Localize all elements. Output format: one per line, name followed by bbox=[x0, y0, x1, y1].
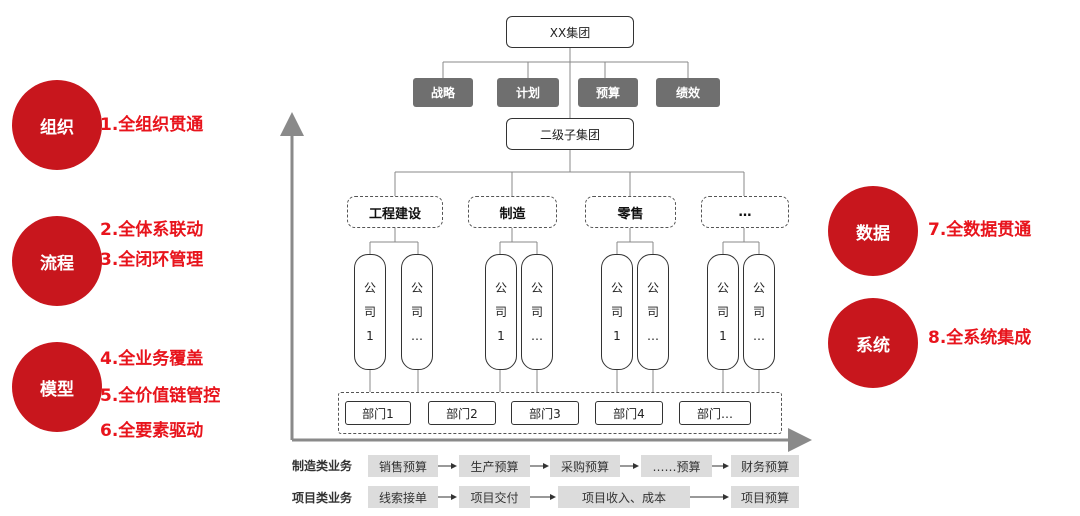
process-item-3: 3.全闭环管理 bbox=[100, 250, 204, 270]
function-strategy: 战略 bbox=[413, 78, 473, 107]
flow-step: 销售预算 bbox=[368, 455, 438, 477]
function-performance: 绩效 bbox=[656, 78, 720, 107]
department-node: 部门3 bbox=[511, 401, 579, 425]
flow-step: 项目预算 bbox=[731, 486, 799, 508]
company-node: 公司… bbox=[637, 254, 669, 370]
department-node: 部门1 bbox=[345, 401, 411, 425]
function-plan: 计划 bbox=[497, 78, 559, 107]
data-circle: 数据 bbox=[828, 186, 918, 276]
company-node: 公司… bbox=[401, 254, 433, 370]
org-title: 组织 bbox=[40, 117, 74, 138]
process-title: 流程 bbox=[40, 253, 74, 274]
segment-other: … bbox=[701, 196, 789, 228]
group-node: XX集团 bbox=[506, 16, 634, 48]
second-level-node: 二级子集团 bbox=[506, 118, 634, 150]
system-circle: 系统 bbox=[828, 298, 918, 388]
flow-step: 项目交付 bbox=[459, 486, 530, 508]
segment-manufacturing: 制造 bbox=[468, 196, 557, 228]
org-item-1: 1.全组织贯通 bbox=[100, 115, 204, 135]
segment-retail: 零售 bbox=[585, 196, 676, 228]
department-group bbox=[338, 392, 782, 434]
process-item-2: 2.全体系联动 bbox=[100, 220, 204, 240]
flow-step: 采购预算 bbox=[550, 455, 620, 477]
department-node: 部门2 bbox=[428, 401, 496, 425]
flow-step: 财务预算 bbox=[731, 455, 799, 477]
model-item-6: 6.全要素驱动 bbox=[100, 421, 204, 441]
data-title: 数据 bbox=[856, 223, 890, 244]
flow-step: ……预算 bbox=[641, 455, 712, 477]
flow-label-manufacturing: 制造类业务 bbox=[292, 459, 353, 473]
flow-step: 项目收入、成本 bbox=[558, 486, 690, 508]
department-node: 部门… bbox=[679, 401, 751, 425]
segment-engineering: 工程建设 bbox=[347, 196, 443, 228]
department-node: 部门4 bbox=[595, 401, 663, 425]
company-node: 公司… bbox=[521, 254, 553, 370]
data-item-7: 7.全数据贯通 bbox=[928, 220, 1032, 240]
model-circle: 模型 bbox=[12, 342, 102, 432]
model-item-4: 4.全业务覆盖 bbox=[100, 349, 204, 369]
model-item-5: 5.全价值链管控 bbox=[100, 386, 221, 406]
company-node: 公司… bbox=[743, 254, 775, 370]
flow-label-project: 项目类业务 bbox=[292, 491, 353, 505]
org-circle: 组织 bbox=[12, 80, 102, 170]
function-budget: 预算 bbox=[578, 78, 638, 107]
system-item-8: 8.全系统集成 bbox=[928, 328, 1032, 348]
model-title: 模型 bbox=[40, 379, 74, 400]
system-title: 系统 bbox=[856, 335, 890, 356]
flow-step: 线索接单 bbox=[368, 486, 438, 508]
flow-step: 生产预算 bbox=[459, 455, 530, 477]
process-circle: 流程 bbox=[12, 216, 102, 306]
